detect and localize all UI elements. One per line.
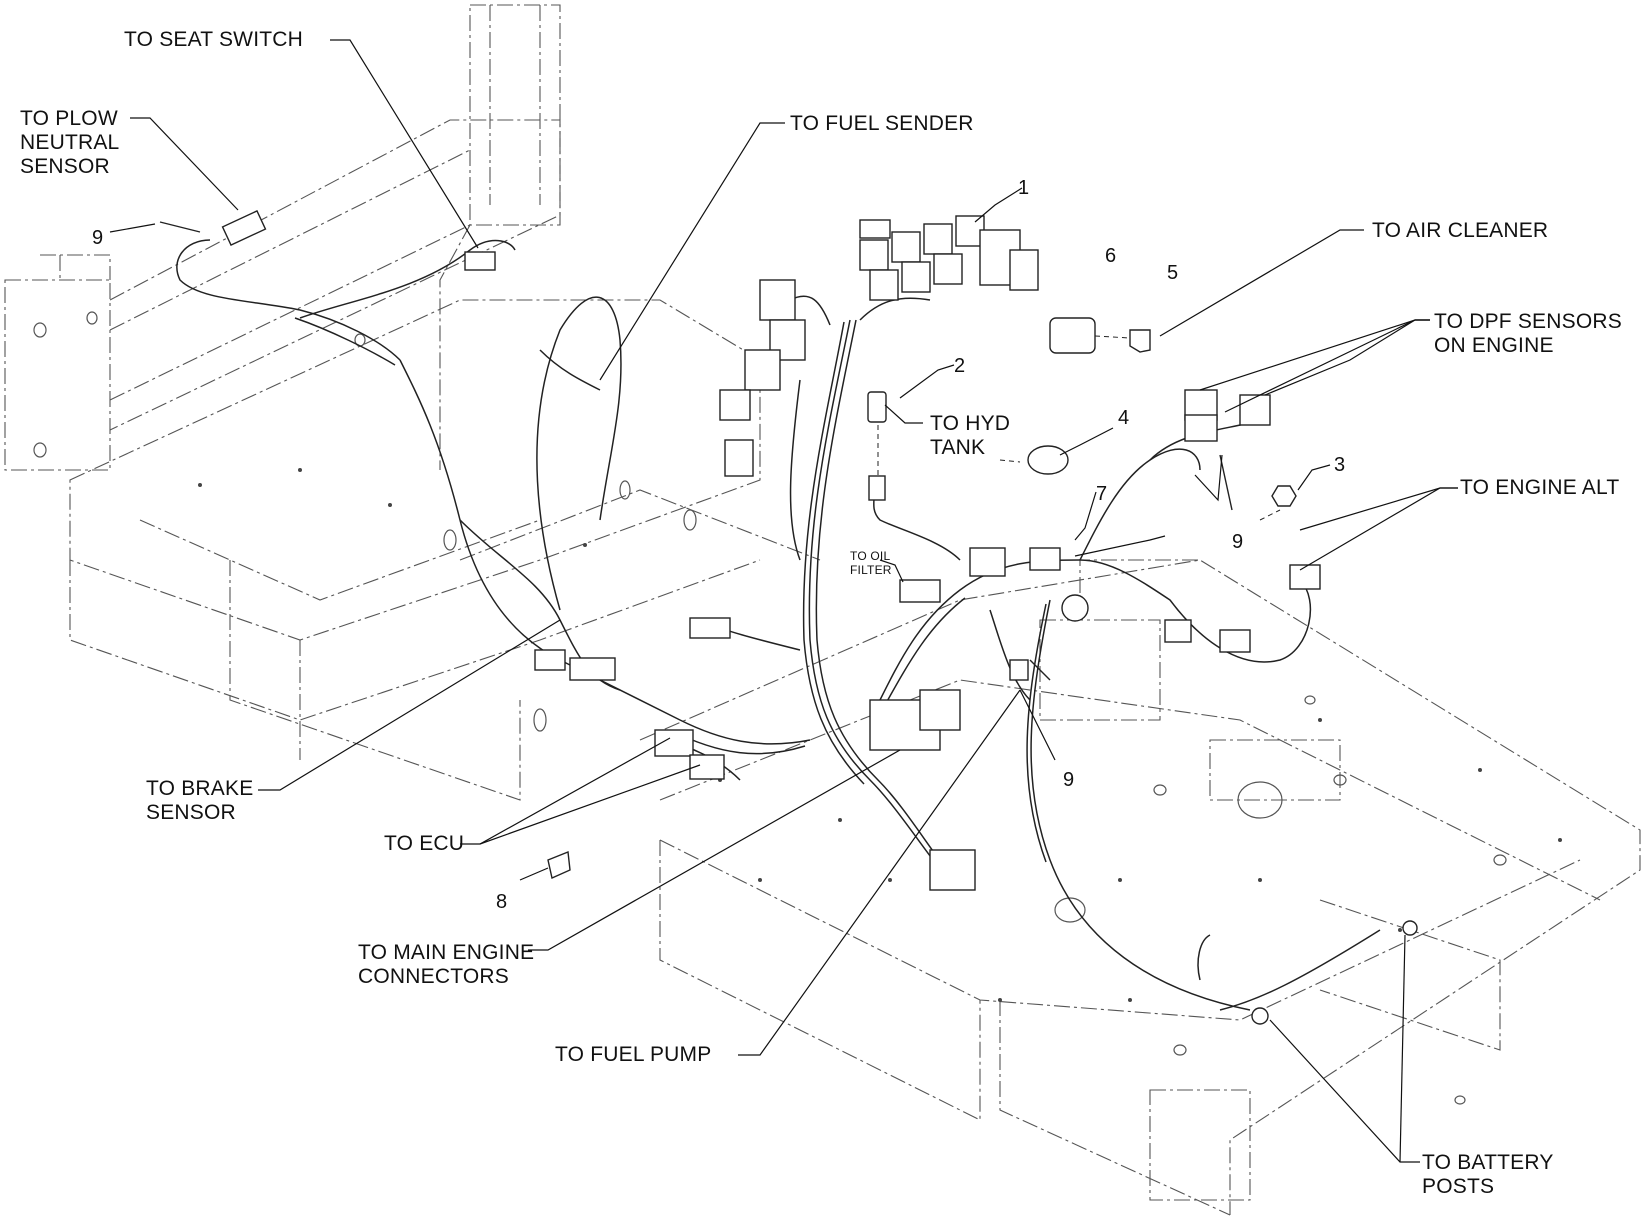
callout-engine-alt: TO ENGINE ALT [1460, 476, 1620, 499]
item-number-2: 2 [954, 355, 966, 377]
connectors [221, 209, 1321, 891]
item-number-9-lower: 9 [1063, 769, 1075, 791]
callout-seat-switch: TO SEAT SWITCH [124, 28, 303, 51]
item-number-5: 5 [1167, 262, 1179, 284]
callout-fuel-sender: TO FUEL SENDER [790, 112, 974, 135]
item-number-6: 6 [1105, 245, 1117, 267]
callout-fuel-pump: TO FUEL PUMP [555, 1043, 712, 1066]
item-number-1: 1 [1018, 177, 1030, 199]
item-number-4: 4 [1118, 407, 1130, 429]
relay-block [719, 215, 1039, 421]
item-number-9-left: 9 [92, 227, 104, 249]
callout-battery-posts: TO BATTERY POSTS [1422, 1151, 1554, 1198]
leader-lines [109, 39, 1458, 1163]
item-number-9-center: 9 [1232, 531, 1244, 553]
callout-air-cleaner: TO AIR CLEANER [1372, 219, 1549, 242]
callout-oil-filter: TO OIL FILTER [850, 549, 892, 577]
components [159, 221, 1418, 1025]
callout-dpf-sensors: TO DPF SENSORS ON ENGINE [1434, 310, 1622, 357]
item-number-8: 8 [496, 891, 508, 913]
callout-hyd-tank: TO HYD TANK [930, 412, 1011, 459]
callout-brake-sensor: TO BRAKE SENSOR [146, 777, 254, 824]
callout-main-engine-connectors: TO MAIN ENGINE CONNECTORS [358, 941, 535, 988]
item-number-7: 7 [1096, 483, 1108, 505]
item-number-3: 3 [1334, 454, 1346, 476]
machine-frame [4, 4, 1641, 1216]
callout-plow-neutral-sensor: TO PLOW NEUTRAL SENSOR [20, 107, 120, 178]
callout-ecu: TO ECU [384, 832, 465, 855]
